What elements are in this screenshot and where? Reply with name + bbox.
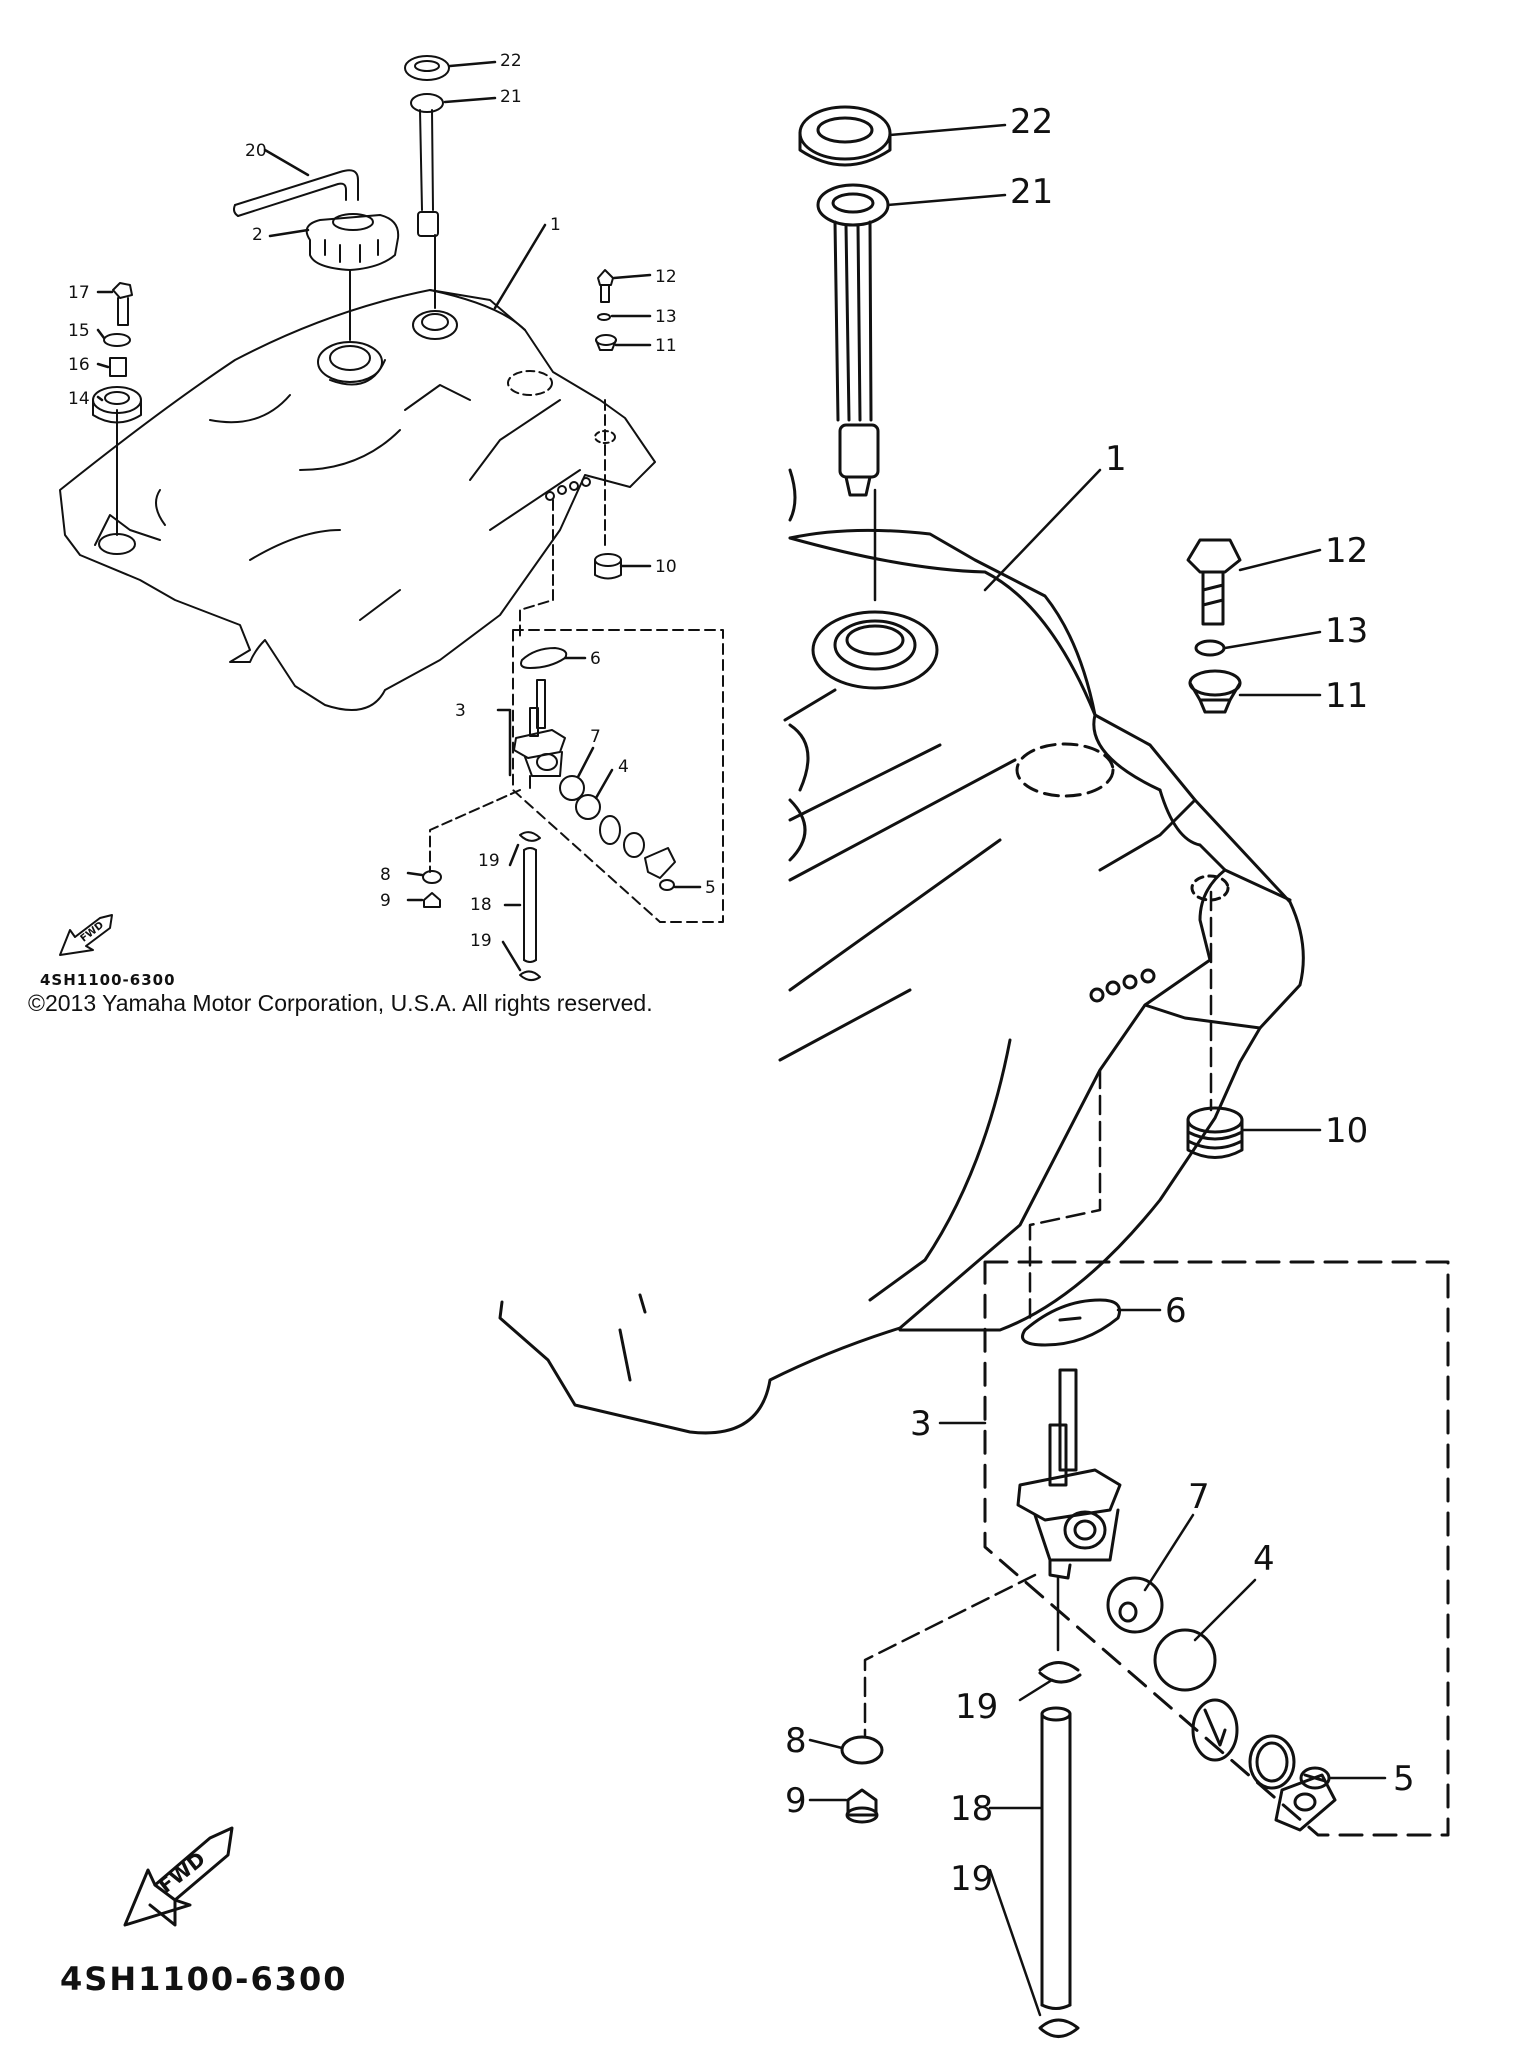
part-19-clamp-upper-large [1038, 1661, 1080, 1672]
part-9-drain-screw-large [845, 1788, 879, 1824]
copyright-notice: ©2013 Yamaha Motor Corporation, U.S.A. A… [28, 990, 653, 1016]
callout-8-large: 8 [785, 1721, 807, 1761]
part-3-fuel-cock-large [1016, 1368, 1122, 1580]
small-fuel-tank [59, 234, 656, 711]
callout-5-small: 5 [705, 878, 716, 898]
callout-3-large: 3 [910, 1404, 932, 1444]
callout-4-small: 4 [618, 757, 629, 777]
callout-2-small: 2 [252, 225, 263, 245]
callout-4-large: 4 [1253, 1539, 1275, 1579]
callout-12-large: 12 [1325, 531, 1368, 571]
callout-18-large: 18 [950, 1789, 993, 1829]
callout-6-large: 6 [1165, 1291, 1187, 1331]
part-12-bolt-large [1186, 538, 1242, 626]
callout-19-upper-small: 19 [478, 851, 500, 871]
part-3-assembly-box-large [983, 1260, 1450, 1837]
fwd-label-large: FWD [154, 1847, 210, 1898]
callout-20-small: 20 [245, 141, 267, 161]
callout-5-large: 5 [1393, 1759, 1415, 1799]
callout-16-small: 16 [68, 355, 90, 375]
callout-3-small: 3 [455, 701, 466, 721]
part-8-washer-large [840, 1735, 884, 1765]
callout-11-small: 11 [655, 336, 677, 356]
large-fuel-tank [498, 468, 1305, 1435]
callout-17-small: 17 [68, 283, 90, 303]
callout-10-large: 10 [1325, 1111, 1368, 1151]
callout-15-small: 15 [68, 321, 90, 341]
part-7-lever-large [1106, 1576, 1164, 1634]
callout-13-small: 13 [655, 307, 677, 327]
tap-internal-parts-large [1191, 1698, 1337, 1832]
diagram-code-large: 4SH1100-6300 [60, 1960, 348, 1998]
callout-7-large: 7 [1188, 1477, 1210, 1517]
callout-21-large: 21 [1010, 172, 1053, 212]
diagram-code-small: 4SH1100-6300 [40, 971, 176, 989]
callouts-small: 22 21 20 2 1 12 13 11 10 6 3 7 4 5 19 8 … [68, 51, 716, 951]
callout-9-small: 9 [380, 891, 391, 911]
leader-lines [96, 60, 1387, 2017]
part-19-clamp-lower-large [1038, 2018, 1080, 2038]
callout-6-small: 6 [590, 649, 601, 669]
callout-22-small: 22 [500, 51, 522, 71]
callout-22-large: 22 [1010, 102, 1053, 142]
part-22-grommet-large [798, 105, 892, 167]
callout-1-large: 1 [1105, 439, 1127, 479]
part-4-o-ring-large [1153, 1628, 1217, 1692]
callout-11-large: 11 [1325, 676, 1368, 716]
callout-9-large: 9 [785, 1781, 807, 1821]
callout-21-small: 21 [500, 87, 522, 107]
callout-1-small: 1 [550, 215, 561, 235]
callout-8-small: 8 [380, 865, 391, 885]
callout-7-small: 7 [590, 727, 601, 747]
callout-19-lower-large: 19 [950, 1859, 993, 1899]
fwd-arrow-large [123, 1826, 234, 1927]
callout-18-small: 18 [470, 895, 492, 915]
callouts-large: 22 21 1 12 13 11 10 6 3 7 4 19 8 9 18 19… [785, 102, 1415, 1899]
callout-12-small: 12 [655, 267, 677, 287]
part-13-washer-large [1194, 639, 1226, 657]
part-10-damper-large [1186, 1106, 1244, 1159]
callout-10-small: 10 [655, 557, 677, 577]
part-21-sender-large [816, 183, 890, 497]
part-18-hose-large [1040, 1706, 1072, 2010]
callout-14-small: 14 [68, 389, 90, 409]
callout-19-upper-large: 19 [955, 1687, 998, 1727]
part-11-collar-large [1188, 669, 1242, 714]
callout-19-lower-small: 19 [470, 931, 492, 951]
part-6-gasket-large [1021, 1298, 1121, 1347]
callout-13-large: 13 [1325, 611, 1368, 651]
